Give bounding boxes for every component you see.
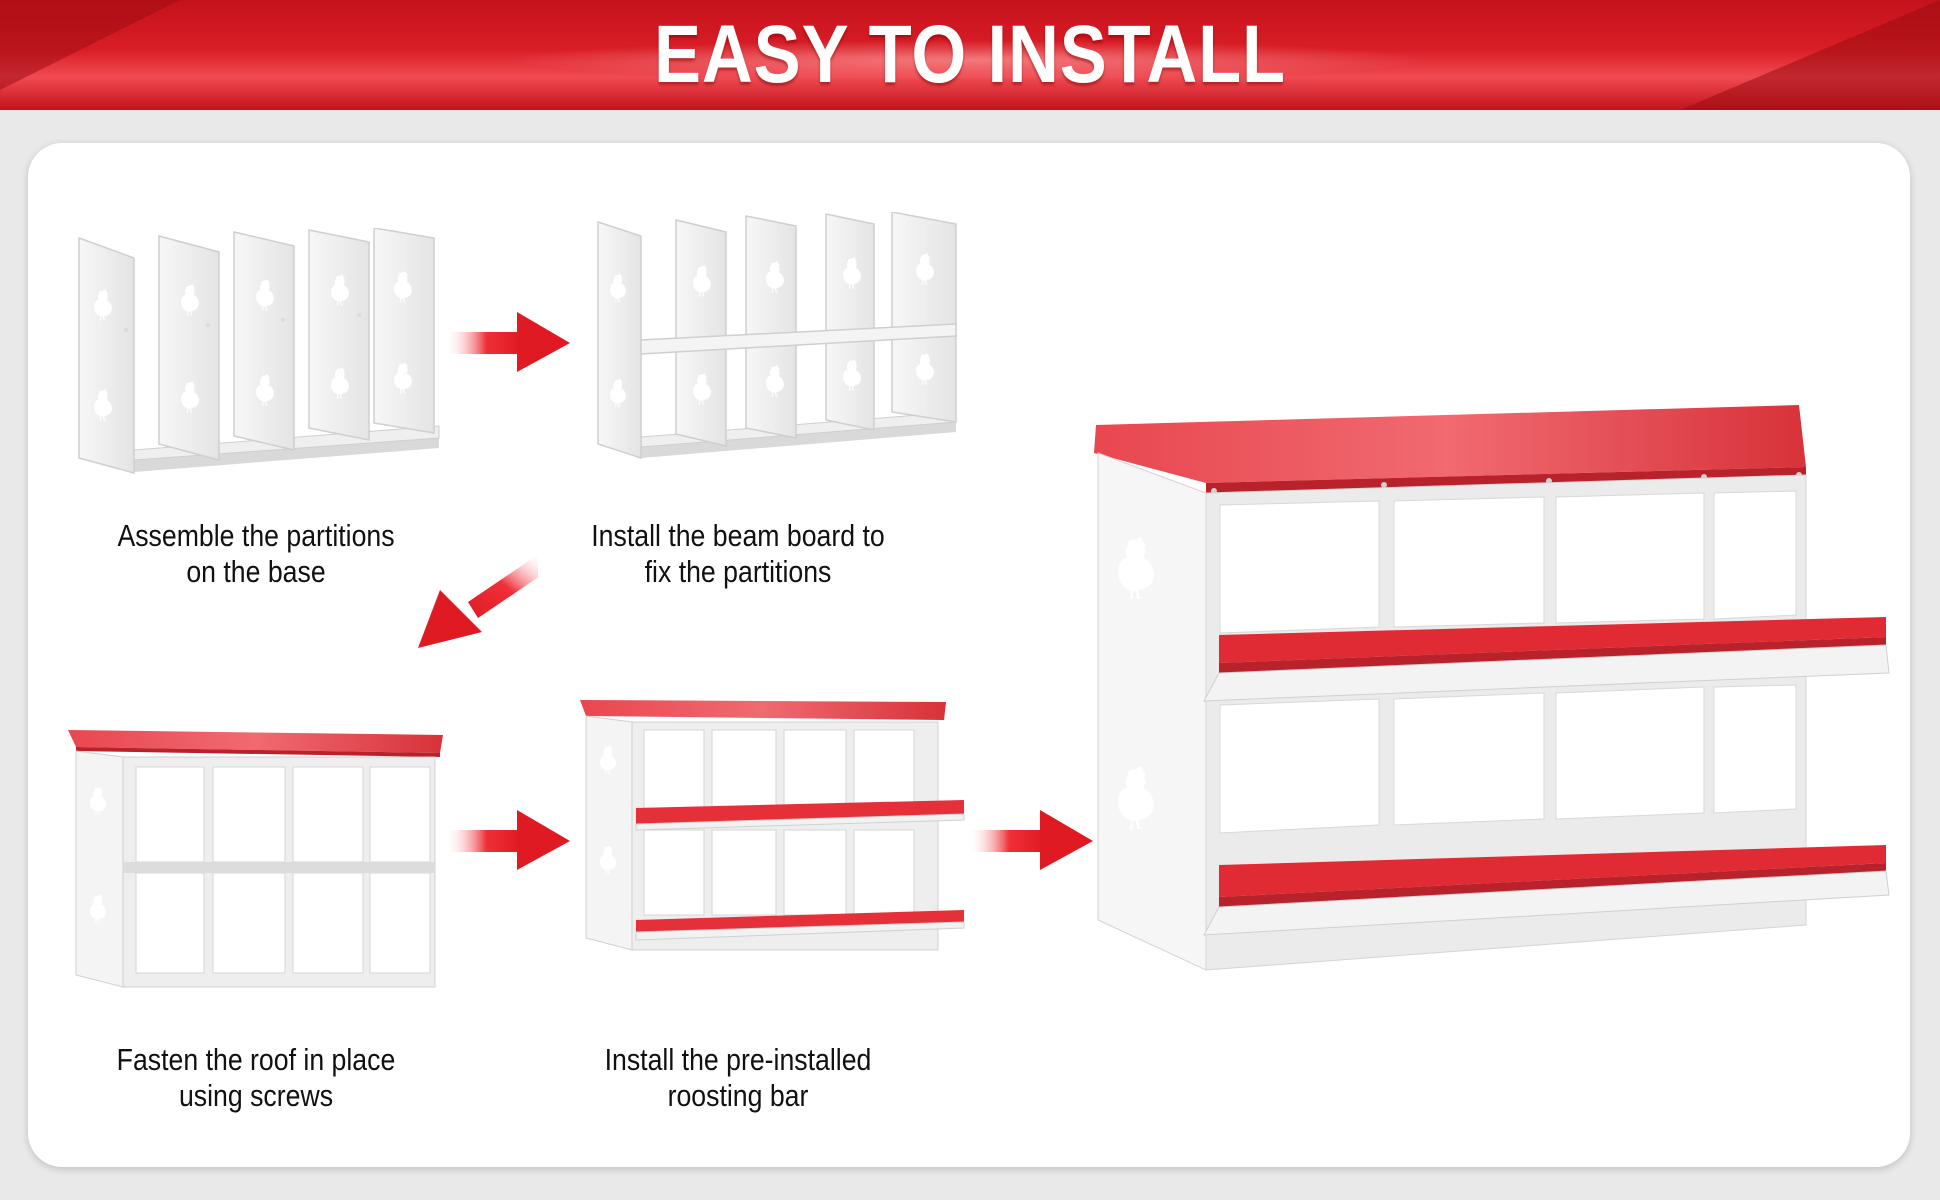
step1-caption: Assemble the partitions on the base (67, 518, 445, 590)
step4-caption-line2: roosting bar (667, 1078, 809, 1113)
step4-caption: Install the pre-installed roosting bar (549, 1042, 927, 1114)
step3-caption-line2: using screws (178, 1078, 334, 1113)
step2-caption: Install the beam board to fix the partit… (549, 518, 927, 590)
step2-caption-line1: Install the beam board to (591, 518, 885, 553)
banner-title: EASY TO INSTALL (654, 9, 1286, 100)
arrow-right-icon (445, 312, 570, 372)
arrow-right-icon-3 (968, 810, 1093, 870)
step3-caption: Fasten the roof in place using screws (67, 1042, 445, 1114)
arrow-down-left-icon (418, 548, 538, 648)
step3-caption-line1: Fasten the roof in place (116, 1042, 396, 1077)
step2-caption-line2: fix the partitions (644, 554, 832, 589)
step1-illustration (74, 228, 444, 488)
step2-illustration (596, 212, 966, 472)
final-nesting-box (1094, 405, 1894, 975)
step1-caption-line2: on the base (186, 554, 326, 589)
arrow-right-icon-2 (445, 810, 570, 870)
step3-illustration (68, 725, 448, 990)
step1-caption-line1: Assemble the partitions (117, 518, 395, 553)
step4-caption-line1: Install the pre-installed (604, 1042, 872, 1077)
banner: EASY TO INSTALL (0, 0, 1940, 110)
step4-illustration (576, 690, 976, 960)
